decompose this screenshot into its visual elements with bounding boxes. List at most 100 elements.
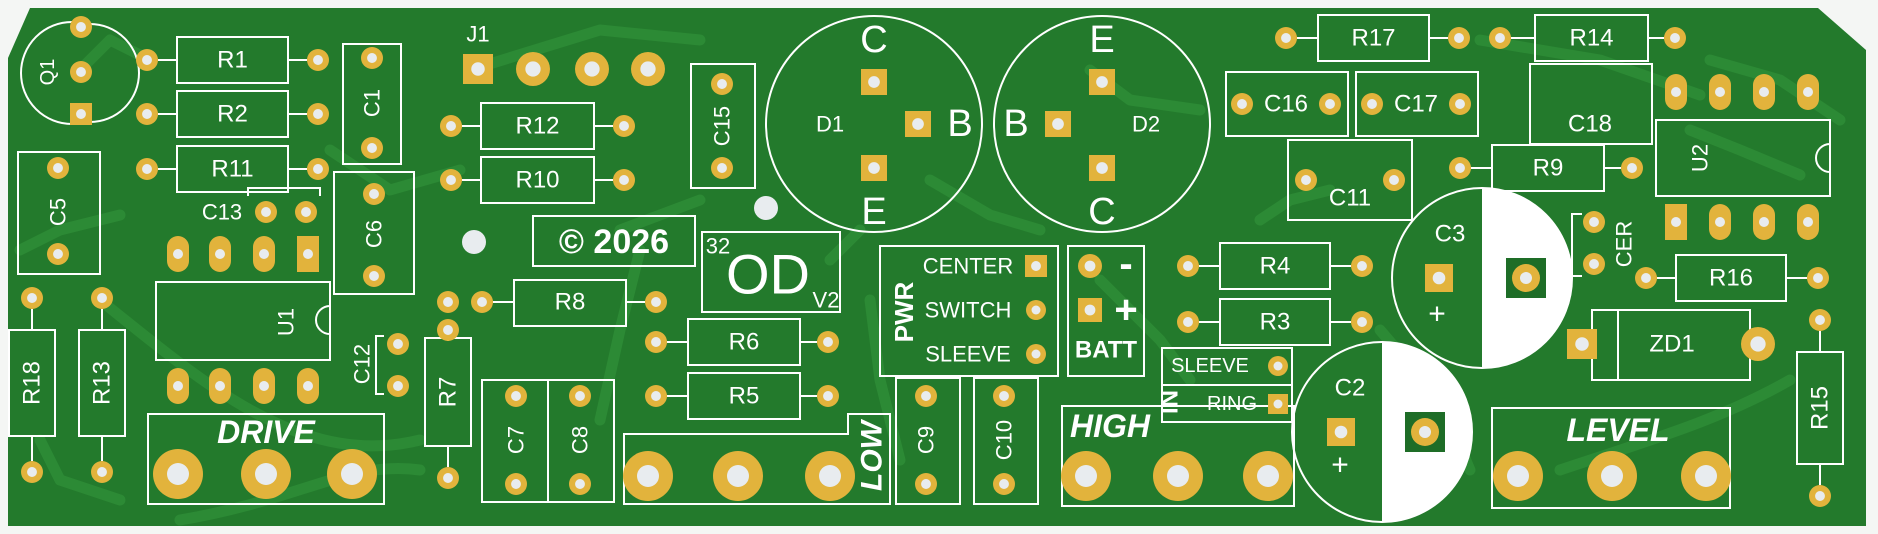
resistor-r9-outline <box>1491 144 1605 192</box>
drill-hole <box>1813 273 1823 283</box>
diode-d1-label: D1 <box>816 112 844 137</box>
drill-hole <box>369 189 379 199</box>
drill-hole <box>921 479 931 489</box>
brand-text: OD <box>726 243 810 306</box>
diode-d2-label: D2 <box>1132 112 1160 137</box>
drill-hole <box>640 61 656 77</box>
resistor-r6-label: R6 <box>729 329 760 356</box>
silkscreen-outlines <box>8 14 1844 523</box>
pwr-label: PWR <box>889 281 919 342</box>
ic-u2-notch <box>1815 143 1831 173</box>
d2-pin-e-label: E <box>1089 19 1114 61</box>
trace <box>464 24 706 76</box>
drill-hole <box>313 109 323 119</box>
drill-hole <box>1183 317 1193 327</box>
drill-hole <box>1454 33 1464 43</box>
drill-hole <box>1589 259 1599 269</box>
capacitor-c6-outline <box>333 171 415 295</box>
in-label: IN <box>1157 390 1184 414</box>
mounting-hole <box>754 196 778 220</box>
resistor-r4-outline <box>1219 242 1331 290</box>
drill-hole <box>215 381 225 391</box>
q1-outline-left <box>20 21 73 125</box>
drill-hole <box>1432 271 1446 285</box>
trace <box>74 34 156 76</box>
drill-hole <box>1096 162 1108 174</box>
drill-hole <box>1750 336 1766 352</box>
drill-hole <box>823 337 833 347</box>
resistor-r17-outline <box>1317 14 1430 62</box>
resistor-r18-label: R18 <box>19 361 46 405</box>
drill-hole <box>1507 465 1529 487</box>
capacitor-c5-label: C5 <box>46 198 71 226</box>
drill-hole <box>1715 87 1725 97</box>
copyright-text: © 2026 <box>559 223 669 261</box>
drill-hole <box>367 143 377 153</box>
resistor-r11-outline <box>176 145 289 193</box>
drill-hole <box>717 79 727 89</box>
brand-outline <box>701 231 841 313</box>
trace <box>174 462 426 526</box>
drill-hole <box>142 55 152 65</box>
capacitor-c13-label: C13 <box>202 200 242 225</box>
drill-hole <box>446 121 456 131</box>
drill-hole <box>1495 33 1505 43</box>
capacitor-c5-outline <box>17 151 101 275</box>
drill-hole <box>259 249 269 259</box>
pot-drive-outline <box>147 413 385 505</box>
drill-hole <box>999 479 1009 489</box>
drill-hole <box>1031 305 1041 315</box>
drill-hole <box>443 325 453 335</box>
capacitor-c16-outline <box>1225 71 1349 137</box>
drill-hole <box>1815 491 1825 501</box>
drill-hole <box>727 465 749 487</box>
batt-label: BATT <box>1075 337 1138 364</box>
pot-high-label: HIGH <box>1070 408 1151 444</box>
drill-hole <box>1641 273 1651 283</box>
resistor-r12-label: R12 <box>515 113 559 140</box>
resistor-r13-label: R13 <box>89 361 116 405</box>
drill-hole <box>97 293 107 303</box>
drill-hole <box>313 55 323 65</box>
drill-hole <box>1389 175 1399 185</box>
resistor-r5-outline <box>687 372 801 420</box>
trace <box>1684 124 1806 181</box>
brand-superscript: 32 <box>706 234 730 259</box>
trace <box>824 224 866 266</box>
pwr-connector-outline <box>879 245 1059 377</box>
trace <box>1554 374 1796 476</box>
components <box>21 16 1831 522</box>
brand-suffix: V2 <box>813 288 840 313</box>
drill-hole <box>1273 361 1283 371</box>
drill-hole <box>76 22 86 32</box>
trace <box>1704 54 1846 126</box>
capacitor-c16-label: C16 <box>1264 91 1308 118</box>
drill-hole <box>1419 426 1431 438</box>
drill-hole <box>255 463 277 485</box>
capacitor-c18-label: C18 <box>1568 111 1612 138</box>
capacitor-c2-label: C2 <box>1335 375 1366 402</box>
drill-hole <box>173 249 183 259</box>
drill-hole <box>446 175 456 185</box>
resistor-r9-label: R9 <box>1533 155 1564 182</box>
trace <box>94 294 426 452</box>
drill-hole <box>259 381 269 391</box>
pot-low-outline <box>623 413 891 505</box>
pwr-sleeve-label: SLEEVE <box>925 342 1011 367</box>
resistor-r10-label: R10 <box>515 167 559 194</box>
d1-pin-b-label: B <box>947 103 972 145</box>
batt-minus-label: - <box>1119 242 1132 286</box>
drill-hole <box>868 162 880 174</box>
drill-hole <box>261 207 271 217</box>
drill-hole <box>575 391 585 401</box>
drill-hole <box>1627 163 1637 173</box>
trace <box>1094 274 1196 386</box>
drill-hole <box>912 118 924 130</box>
drill-hole <box>619 121 629 131</box>
drill-hole <box>525 61 541 77</box>
resistor-r2-label: R2 <box>217 101 248 128</box>
drill-hole <box>637 465 659 487</box>
capacitor-c3-plus-label: + <box>1428 298 1446 331</box>
j1-label: J1 <box>466 22 489 47</box>
